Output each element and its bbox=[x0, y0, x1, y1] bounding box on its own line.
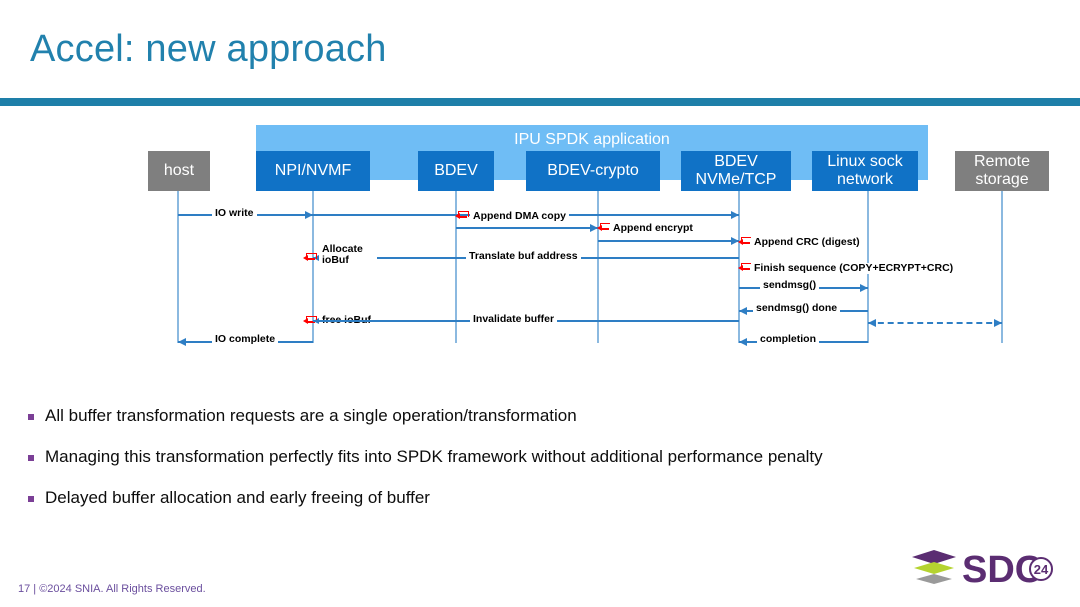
self-loop-icon-free-iobuf bbox=[303, 316, 318, 327]
page-title: Accel: new approach bbox=[30, 28, 387, 70]
logo-year-badge: 24 bbox=[1034, 562, 1049, 577]
arrow-head-sendmsg-done bbox=[739, 306, 747, 315]
actor-box-bdev: BDEV bbox=[418, 151, 494, 191]
sdc-logo-svg: SDC 24 bbox=[912, 549, 1053, 591]
actor-label: host bbox=[163, 162, 195, 179]
arrow-head-network-transfer bbox=[994, 318, 1002, 327]
message-label-io-write: IO write bbox=[212, 208, 257, 219]
bullet-list: All buffer transformation requests are a… bbox=[28, 405, 1048, 528]
message-label-finish-sequence: Finish sequence (COPY+ECRYPT+CRC) bbox=[751, 263, 957, 274]
message-label-append-dma-copy: Append DMA copy bbox=[470, 211, 569, 222]
lifeline-host bbox=[177, 191, 179, 343]
bullet-item: All buffer transformation requests are a… bbox=[28, 405, 1048, 427]
message-label-sendmsg-done: sendmsg() done bbox=[753, 303, 841, 314]
arrow-head-allocate-iobuf bbox=[313, 253, 321, 262]
message-label-io-complete: IO complete bbox=[212, 334, 279, 345]
message-line-append-encrypt bbox=[456, 227, 598, 229]
title-divider bbox=[0, 98, 1080, 106]
arrow-head-io-complete bbox=[178, 337, 186, 346]
lifeline-npi-nvmf bbox=[312, 191, 314, 343]
bullet-text: All buffer transformation requests are a… bbox=[45, 406, 577, 425]
message-line-network-transfer bbox=[868, 322, 1002, 324]
actor-label-line2: network bbox=[836, 171, 894, 188]
lifeline-bdev-crypto bbox=[597, 191, 599, 343]
bullet-item: Managing this transformation perfectly f… bbox=[28, 446, 1048, 468]
arrow-head-io-write bbox=[305, 210, 313, 219]
actor-box-npi-nvmf: NPI/NVMF bbox=[256, 151, 370, 191]
bullet-item: Delayed buffer allocation and early free… bbox=[28, 487, 1048, 509]
logo-year-circle bbox=[1029, 557, 1053, 581]
bullet-marker-icon bbox=[28, 496, 34, 502]
message-label-append-encrypt: Append encrypt bbox=[610, 223, 696, 234]
actor-box-bdev-crypto: BDEV-crypto bbox=[526, 151, 660, 191]
lifeline-bdev bbox=[455, 191, 457, 343]
actor-label-line1: Linux sock bbox=[827, 153, 903, 170]
bullet-text: Managing this transformation perfectly f… bbox=[45, 447, 823, 466]
ipu-spdk-application-label: IPU SPDK application bbox=[514, 131, 670, 148]
actor-label: NPI/NVMF bbox=[274, 162, 352, 179]
arrow-head-network-transfer bbox=[868, 318, 876, 327]
message-label-completion: completion bbox=[757, 334, 820, 345]
lifeline-remote-storage bbox=[1001, 191, 1003, 343]
message-line-append-crc-digest bbox=[598, 240, 739, 242]
footer-copyright: 17 | ©2024 SNIA. All Rights Reserved. bbox=[18, 583, 206, 595]
arrow-head-completion bbox=[739, 337, 747, 346]
self-loop-icon-append-dma-copy bbox=[455, 211, 470, 222]
arrow-head-append-crc-digest bbox=[731, 236, 739, 245]
logo-diamonds-icon bbox=[912, 550, 956, 584]
actor-label: BDEV bbox=[434, 162, 478, 179]
message-label-sendmsg: sendmsg() bbox=[760, 280, 820, 291]
bullet-marker-icon bbox=[28, 414, 34, 420]
actor-label-line1: BDEV bbox=[714, 153, 758, 170]
arrow-head-sendmsg bbox=[860, 283, 868, 292]
arrow-head-append-dma-copy bbox=[731, 210, 739, 219]
actor-label-line1: Remote bbox=[973, 153, 1031, 170]
actor-label: BDEV-crypto bbox=[547, 162, 639, 179]
arrow-head-append-encrypt bbox=[590, 223, 598, 232]
actor-box-host: host bbox=[148, 151, 210, 191]
message-label-append-crc-digest: Append CRC (digest) bbox=[751, 237, 863, 248]
actor-label-line2: NVMe/TCP bbox=[695, 171, 777, 188]
logo-wordmark: SDC bbox=[962, 549, 1042, 591]
message-label-translate-buf-address: Translate buf address bbox=[466, 251, 581, 262]
message-label-invalidate-buffer: Invalidate buffer bbox=[470, 314, 558, 325]
bullet-marker-icon bbox=[28, 455, 34, 461]
message-line-allocate-iobuf bbox=[313, 257, 598, 259]
actor-label-line2: storage bbox=[975, 171, 1029, 188]
message-label-line2: ioBuf bbox=[322, 254, 349, 266]
bullet-text: Delayed buffer allocation and early free… bbox=[45, 488, 430, 507]
self-loop-icon-allocate-iobuf bbox=[303, 253, 318, 264]
sdc-logo: SDC 24 bbox=[908, 543, 1064, 595]
message-line-translate-buf-address bbox=[598, 257, 739, 259]
message-label-line1: Allocate bbox=[322, 243, 363, 255]
